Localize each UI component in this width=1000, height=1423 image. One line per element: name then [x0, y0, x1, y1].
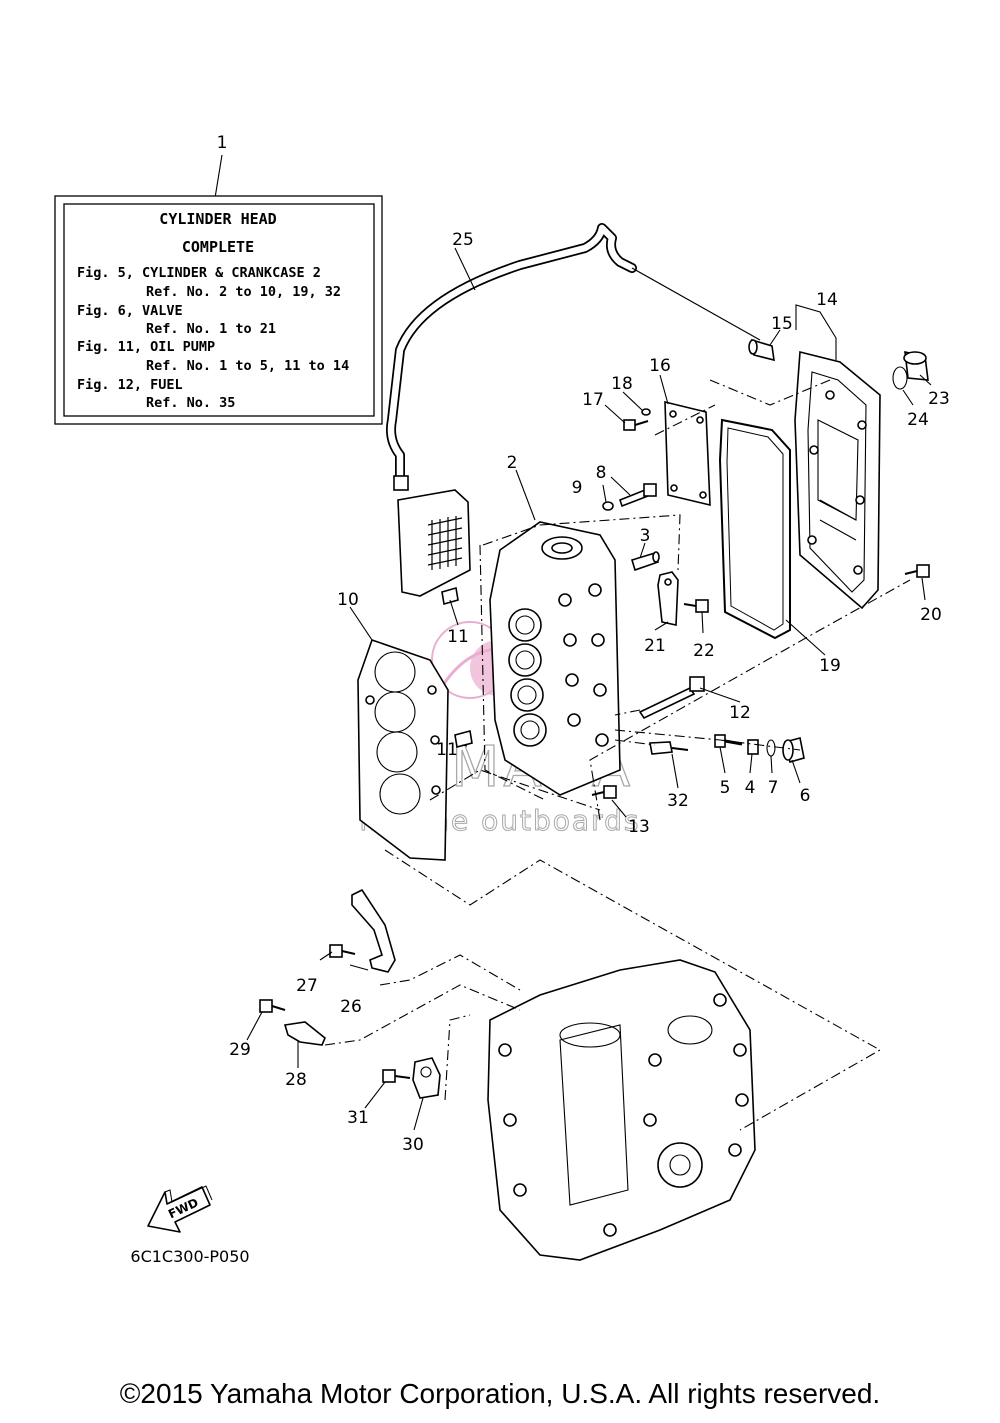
diagram-code: 6C1C300-P050: [130, 1247, 249, 1266]
leader-lines: [246, 247, 932, 1131]
callout-3: 3: [640, 526, 651, 546]
reference-box-line: Fig. 12, FUEL: [77, 377, 183, 393]
callout-8: 8: [596, 463, 607, 483]
part-24-o-ring: [892, 366, 908, 390]
part-27-bolt: [329, 944, 356, 958]
callout-6: 6: [800, 786, 811, 806]
callout-26: 26: [340, 997, 362, 1017]
part-12-bolt: [638, 676, 705, 720]
part-29-bolt: [259, 999, 286, 1013]
assembly-lines: [324, 379, 911, 1131]
callout-15: 15: [771, 314, 793, 334]
part-4-collar: [747, 739, 759, 755]
callout-12: 12: [729, 703, 751, 723]
callout-13: 13: [628, 817, 650, 837]
part-10-head-gasket: [357, 638, 449, 861]
callout-14: 14: [816, 290, 838, 310]
reference-box: 1 CYLINDER HEAD COMPLETE Fig. 5, CYLINDE…: [54, 133, 383, 425]
callout-16: 16: [649, 356, 671, 376]
part-30-plate: [412, 1057, 441, 1099]
cylinder-block: [487, 959, 756, 1261]
part-25-hose: [386, 223, 761, 597]
callout-25: 25: [452, 230, 474, 250]
callout-5: 5: [720, 778, 731, 798]
callout-10: 10: [337, 590, 359, 610]
callout-1: 1: [217, 133, 228, 153]
callout-31: 31: [347, 1108, 369, 1128]
callout-28: 28: [285, 1070, 307, 1090]
part-21-plate: [657, 571, 679, 626]
part-23-plug: [903, 351, 929, 381]
callout-22: 22: [693, 641, 715, 661]
part-28-clip: [283, 1021, 326, 1046]
part-9-washer: [602, 501, 614, 511]
part-16-plate: [664, 400, 711, 507]
reference-box-title-line2: COMPLETE: [182, 238, 254, 256]
reference-box-line: Ref. No. 2 to 10, 19, 32: [146, 284, 341, 300]
callout-29: 29: [229, 1040, 251, 1060]
callout-labels: 2 3 4 5 6 7 8 9 10 11 11 12 13 14 15 16 …: [229, 230, 950, 1155]
callout-4: 4: [745, 778, 756, 798]
part-7-o-ring: [766, 739, 776, 757]
callout-20: 20: [920, 605, 942, 625]
reference-box-line: Fig. 5, CYLINDER & CRANKCASE 2: [77, 265, 321, 281]
part-18-washer: [641, 408, 651, 416]
callout-23: 23: [928, 389, 950, 409]
part-11-dowel-upper: [441, 586, 459, 606]
reference-box-line: Ref. No. 1 to 5, 11 to 14: [146, 358, 349, 374]
part-32-sensor: [649, 741, 689, 755]
reference-box-title-line1: CYLINDER HEAD: [159, 210, 276, 228]
part-13-bolt: [591, 785, 617, 799]
part-19-gasket: [718, 418, 791, 640]
callout-2: 2: [507, 453, 518, 473]
copyright-notice: ©2015 Yamaha Motor Corporation, U.S.A. A…: [119, 1378, 881, 1409]
part-3-sleeve: [631, 551, 660, 572]
part-2-cylinder-head: [489, 521, 621, 796]
part-6-plug: [782, 737, 805, 763]
reference-box-line: Ref. No. 1 to 21: [146, 321, 276, 337]
part-15-plug: [748, 338, 775, 362]
reference-box-line: Ref. No. 35: [146, 395, 235, 411]
fwd-arrow-icon: FWD: [147, 1185, 213, 1233]
part-20-bolt: [904, 564, 930, 578]
callout-27: 27: [296, 976, 318, 996]
part-31-bolt: [382, 1069, 411, 1083]
callout-17: 17: [582, 390, 604, 410]
callout-30: 30: [402, 1135, 424, 1155]
part-22-bolt: [683, 599, 709, 613]
part-8-bolt: [619, 483, 657, 508]
part-26-bracket: [351, 888, 396, 973]
reference-box-line: Fig. 11, OIL PUMP: [77, 339, 215, 355]
callout-11-upper: 11: [447, 627, 469, 647]
part-11-dowel-lower: [454, 730, 473, 748]
callout-21: 21: [644, 636, 666, 656]
callout-32: 32: [667, 791, 689, 811]
callout-18: 18: [611, 374, 633, 394]
callout-24: 24: [907, 410, 929, 430]
callout-11-lower: 11: [436, 740, 458, 760]
callout-7: 7: [768, 778, 779, 798]
callout-9: 9: [572, 478, 583, 498]
reference-box-line: Fig. 6, VALVE: [77, 303, 183, 319]
part-17-bolt: [623, 419, 649, 431]
callout-19: 19: [819, 656, 841, 676]
part-14-exhaust-cover: [794, 350, 881, 610]
